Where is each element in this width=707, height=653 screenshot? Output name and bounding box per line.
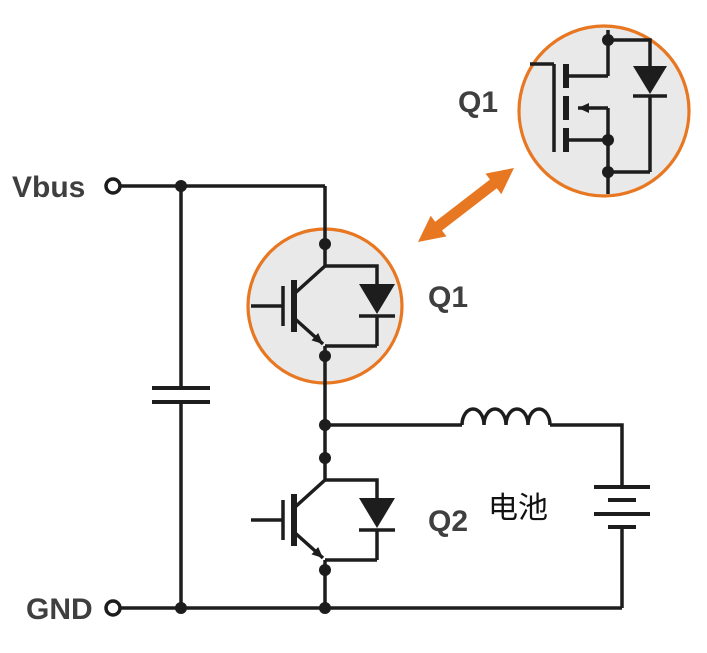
junction-dot-icon	[319, 238, 331, 250]
junction-dot-icon	[319, 452, 331, 464]
q2-igbt-symbol	[251, 425, 395, 608]
junction-dot-icon	[319, 419, 331, 431]
junction-dot-icon	[319, 602, 331, 614]
junction-dots	[175, 180, 331, 614]
emitter-arrow-icon	[292, 530, 325, 560]
q2-label: Q2	[428, 505, 468, 538]
junction-dot-icon	[602, 166, 614, 178]
body-diode-icon	[608, 38, 667, 174]
battery-label: 电池	[488, 492, 548, 525]
junction-dot-icon	[175, 180, 187, 192]
vbus-terminal-icon	[104, 177, 122, 195]
output-branch	[325, 407, 650, 608]
swap-arrow-icon	[418, 168, 514, 242]
capacitor-branch	[152, 186, 210, 608]
q1-igbt-symbol	[251, 186, 395, 425]
battery-icon	[594, 485, 650, 529]
q2-freewheel-diode-icon	[325, 478, 395, 562]
vbus-rail	[104, 177, 325, 195]
junction-dot-icon	[602, 134, 614, 146]
junction-dot-icon	[602, 34, 614, 46]
q1-callout-mosfet-symbol	[530, 30, 667, 194]
vbus-label: Vbus	[12, 171, 85, 204]
q1-callout-label: Q1	[458, 86, 498, 119]
q1-label: Q1	[428, 281, 468, 314]
emitter-arrow-icon	[292, 316, 325, 346]
junction-dot-icon	[319, 350, 331, 362]
gnd-terminal-icon	[104, 599, 122, 617]
q1-freewheel-diode-icon	[325, 264, 395, 348]
gnd-label: GND	[26, 593, 93, 626]
inductor-icon	[460, 407, 552, 426]
junction-dot-icon	[175, 602, 187, 614]
gnd-rail	[104, 599, 622, 617]
junction-dot-icon	[319, 564, 331, 576]
